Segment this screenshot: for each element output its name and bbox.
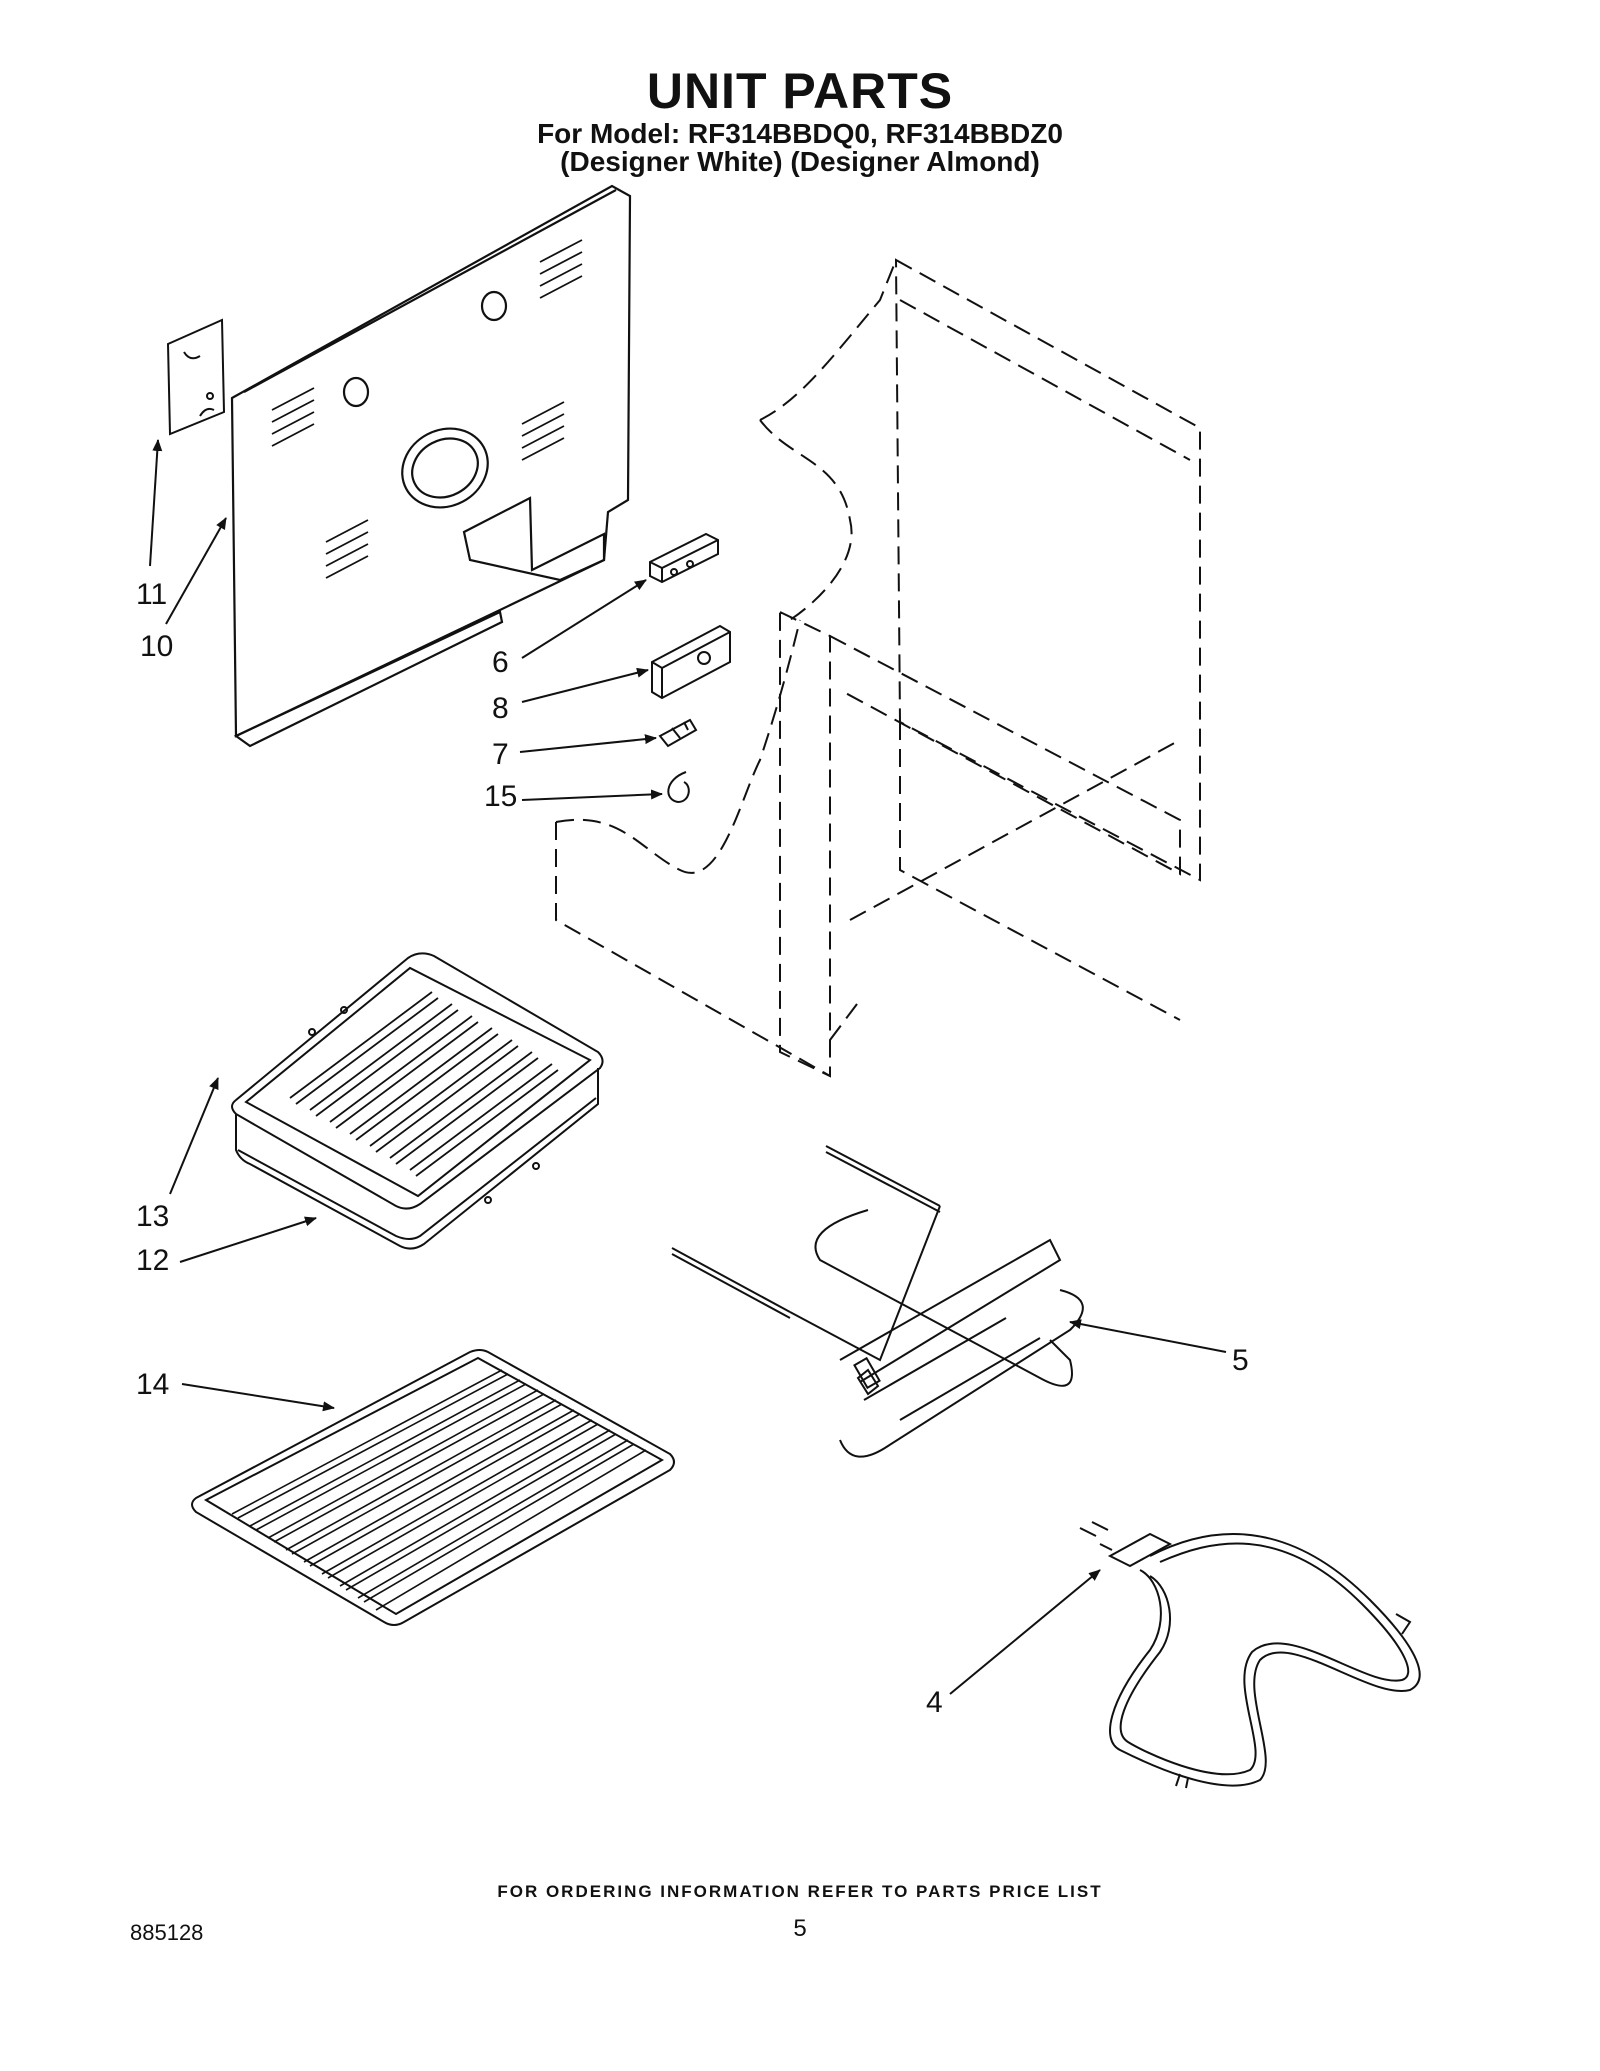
hook-part-15	[667, 771, 690, 804]
callout-13: 13	[136, 1200, 169, 1233]
callout-15: 15	[484, 780, 517, 813]
connector-part-6	[649, 532, 719, 584]
page-title: UNIT PARTS	[646, 63, 954, 119]
rear-panel-part-10	[230, 184, 632, 748]
callout-11: 11	[136, 578, 167, 611]
ordering-note: FOR ORDERING INFORMATION REFER TO PARTS …	[497, 1882, 1103, 1901]
oven-rack-part-14	[191, 1349, 675, 1626]
page-number: 5	[793, 1915, 807, 1942]
callout-5: 5	[1232, 1344, 1249, 1377]
callout-labels: 11 10 6 8 7 15 13 12 5 14 4	[136, 578, 1249, 1719]
callout-12: 12	[136, 1244, 169, 1277]
callout-7: 7	[492, 738, 509, 771]
callout-4: 4	[926, 1686, 943, 1719]
variant-text: (Designer White) (Designer Almond)	[560, 146, 1040, 177]
oven-cabinet-outline	[555, 258, 1201, 1078]
callout-14: 14	[136, 1368, 169, 1401]
gasket-part-11	[166, 318, 226, 436]
model-line: For Model: RF314BBDQ0, RF314BBDZ0	[537, 118, 1063, 149]
broil-element-part-5	[671, 1145, 1084, 1458]
callout-10: 10	[140, 630, 173, 663]
bracket-part-8	[651, 624, 731, 700]
callout-8: 8	[492, 692, 509, 725]
document-number: 885128	[130, 1920, 204, 1945]
clip-part-7	[658, 718, 698, 748]
callout-arrows	[149, 439, 1227, 1695]
broiler-pan-part-12-13	[231, 952, 604, 1250]
variant-line: (Designer White) (Designer Almond)	[0, 146, 1600, 178]
bake-element-part-4	[1079, 1521, 1421, 1789]
callout-6: 6	[492, 646, 509, 679]
